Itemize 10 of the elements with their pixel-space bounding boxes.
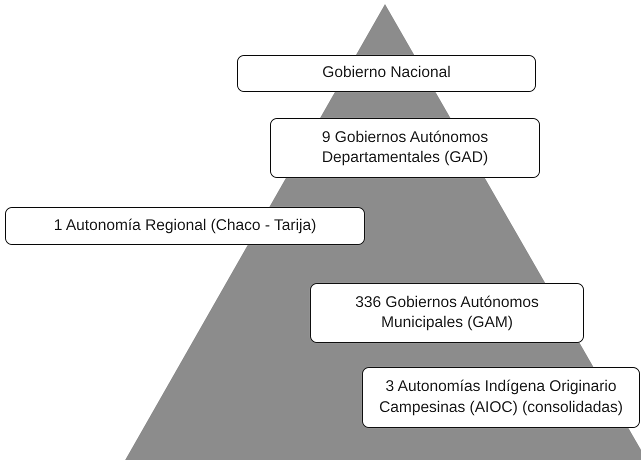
level-label: 3 Autonomías Indígena Originario Campesinas (AIOC) (consolidadas): [378, 377, 624, 418]
level-label: 1 Autonomía Regional (Chaco - Tarija): [54, 216, 316, 236]
level-box: [5, 207, 365, 245]
level-box: [310, 283, 584, 343]
level-box: [270, 118, 540, 178]
level-label: Gobierno Nacional: [322, 63, 451, 84]
level-box: [362, 367, 640, 428]
level-label: 336 Gobiernos Autónomos Municipales (GAM): [354, 292, 540, 333]
level-box: [237, 55, 536, 92]
level-label: 9 Gobiernos Autónomos Departamentales (GAD): [320, 128, 490, 168]
